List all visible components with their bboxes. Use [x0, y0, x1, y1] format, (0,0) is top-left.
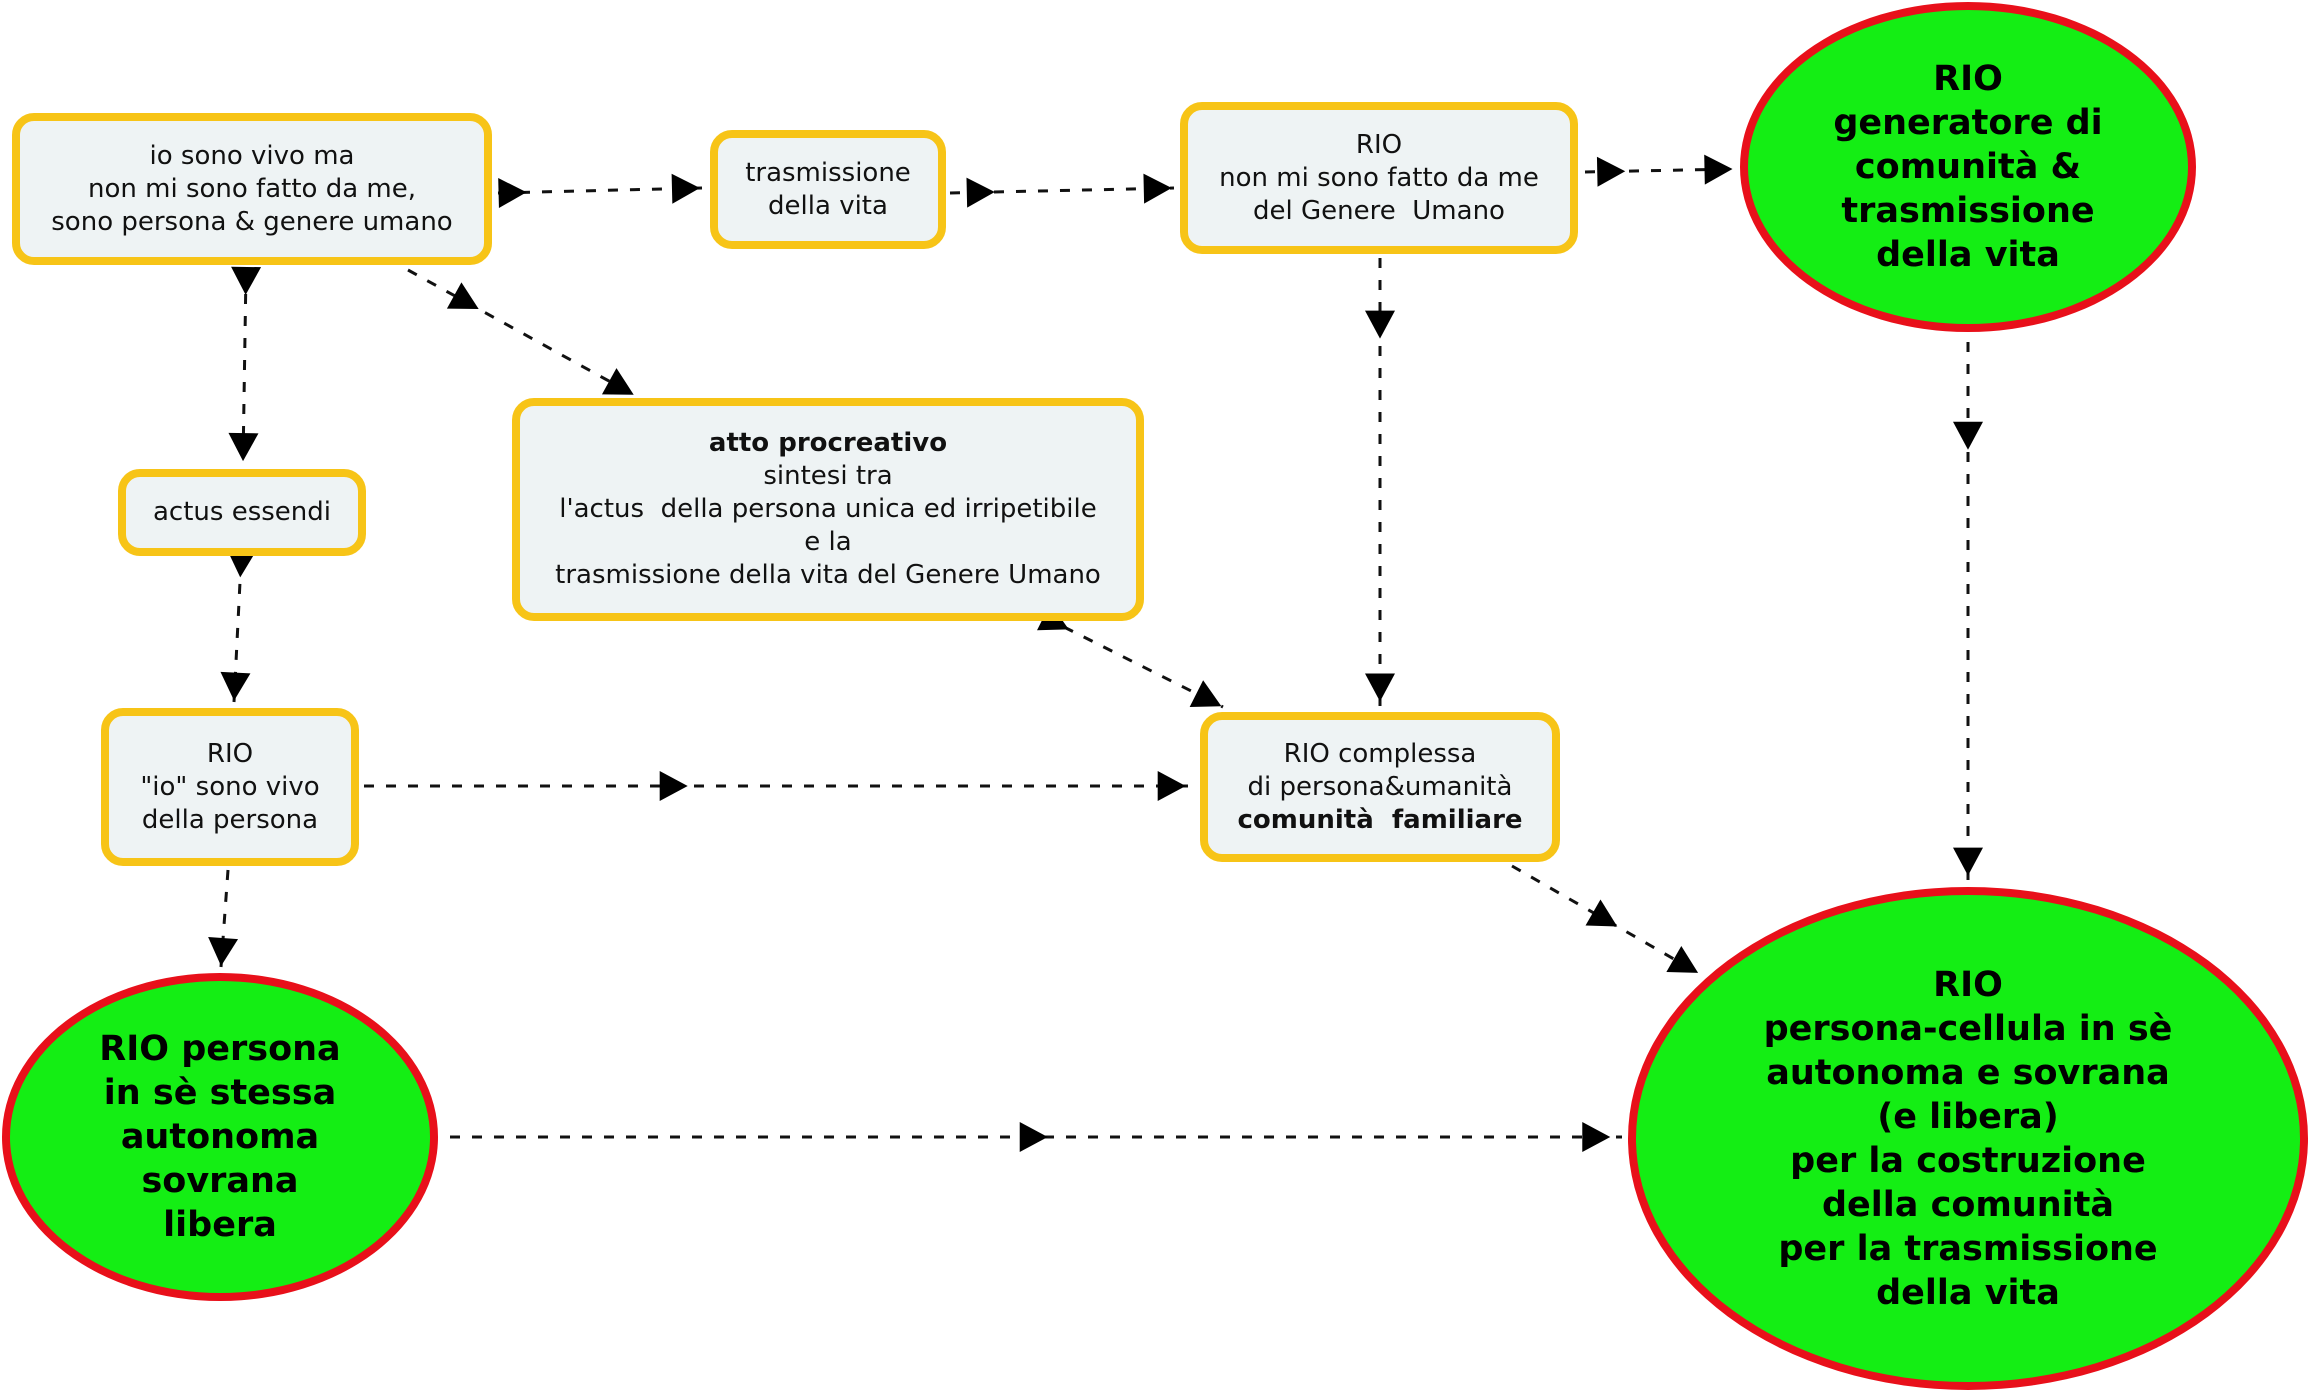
- node-rio-persona-cellula[interactable]: RIO persona-cellula in sè autonoma e sov…: [1628, 887, 2308, 1390]
- arrowhead-icon: [228, 432, 259, 462]
- node-text-line: io sono vivo ma: [149, 140, 355, 171]
- arrowhead-icon: [1189, 680, 1222, 708]
- node-text-line: trasmissione: [745, 157, 911, 188]
- edge-io-to-trasmissione: [497, 186, 703, 195]
- node-text-line: sintesi tra: [763, 461, 893, 491]
- arrowhead-icon: [1365, 673, 1395, 702]
- node-text-line: trasmissione della vita del Genere Umano: [555, 560, 1101, 590]
- arrowhead-icon: [966, 177, 995, 208]
- node-text-line: per la trasmissione: [1778, 1228, 2158, 1269]
- node-atto-procreativo[interactable]: atto procreativo sintesi tra l'actus del…: [512, 398, 1144, 621]
- node-text-line: generatore di: [1833, 103, 2103, 143]
- arrowhead-icon: [1019, 1122, 1048, 1152]
- arrowhead-icon: [220, 671, 251, 701]
- node-text-line: actus essendi: [152, 497, 331, 527]
- edge-rio-io-to-persona: [219, 869, 230, 968]
- node-text-line: RIO persona: [99, 1029, 341, 1069]
- arrowhead-icon: [1143, 173, 1172, 204]
- arrowhead-icon: [1582, 1122, 1611, 1152]
- node-text-line: della comunità: [1821, 1184, 2115, 1225]
- node-text-line: e la: [804, 527, 852, 557]
- node-rio-generatore[interactable]: RIO generatore di comunità & trasmission…: [1740, 2, 2196, 332]
- node-text-line: RIO: [1933, 59, 2003, 99]
- arrowhead-icon: [446, 282, 479, 310]
- node-rio-persona[interactable]: RIO persona in sè stessa autonoma sovran…: [2, 973, 438, 1301]
- arrowhead-icon: [1953, 421, 1983, 450]
- node-text-line: di persona&umanità: [1247, 771, 1513, 802]
- node-text-line: della vita: [768, 190, 888, 221]
- node-text-line: autonoma: [120, 1117, 320, 1157]
- node-rio-io-sono-vivo[interactable]: RIO "io" sono vivo della persona: [101, 708, 359, 866]
- arrowhead-icon: [1953, 847, 1983, 876]
- node-text-line: persona-cellula in sè: [1763, 1008, 2173, 1049]
- arrowhead-icon: [1157, 771, 1186, 801]
- arrowhead-icon: [231, 266, 262, 295]
- arrowhead-icon: [1704, 154, 1733, 185]
- node-text-line: (e libera): [1877, 1096, 2059, 1137]
- node-text-line: autonoma e sovrana: [1766, 1052, 2170, 1093]
- node-text-line: non mi sono fatto da me,: [88, 173, 416, 204]
- node-title: atto procreativo: [708, 428, 948, 458]
- node-text-line: RIO: [1933, 964, 2003, 1005]
- node-text-line: RIO complessa: [1283, 738, 1477, 769]
- node-text-line: comunità &: [1854, 147, 2082, 187]
- arrowhead-icon: [208, 937, 239, 967]
- node-io-sono-vivo[interactable]: io sono vivo ma non mi sono fatto da me,…: [12, 113, 492, 265]
- arrowhead-icon: [1666, 945, 1699, 973]
- arrowhead-icon: [1365, 310, 1395, 339]
- node-text-line: RIO: [1355, 129, 1403, 160]
- edge-trasmissione-to-rio-genere: [949, 186, 1175, 195]
- arrowhead-icon: [1585, 899, 1618, 927]
- edge-complessa-to-cellula: [1511, 864, 1701, 976]
- edge-io-to-actus: [241, 271, 248, 464]
- node-text-line: del Genere Umano: [1253, 195, 1505, 226]
- node-actus-essendi[interactable]: actus essendi: [118, 469, 366, 556]
- node-text-line: non mi sono fatto da me: [1219, 162, 1539, 193]
- node-text-line: libera: [163, 1205, 277, 1245]
- node-text-line: della vita: [1876, 235, 2060, 275]
- node-text-line: per la costruzione: [1790, 1140, 2146, 1181]
- node-text-line: della vita: [1876, 1272, 2060, 1313]
- arrowhead-icon: [601, 368, 634, 395]
- arrowhead-icon: [498, 177, 527, 208]
- arrowhead-icon: [1596, 156, 1626, 187]
- node-text-line: l'actus della persona unica ed irripetib…: [559, 494, 1097, 524]
- node-rio-genere-umano[interactable]: RIO non mi sono fatto da me del Genere U…: [1180, 102, 1578, 254]
- arrowhead-icon: [659, 771, 688, 801]
- node-text-line: della persona: [141, 804, 319, 835]
- arrowhead-icon: [671, 173, 700, 204]
- node-rio-complessa[interactable]: RIO complessa di persona&umanità comunit…: [1200, 712, 1560, 862]
- node-text-line: in sè stessa: [103, 1073, 337, 1113]
- edge-io-to-atto: [407, 268, 637, 398]
- node-trasmissione-della-vita[interactable]: trasmissione della vita: [710, 130, 946, 249]
- edge-atto-complessa: [1063, 625, 1224, 709]
- node-text-line: RIO: [206, 738, 254, 769]
- node-text-line: sovrana: [141, 1161, 299, 1201]
- node-text-bold: comunità familiare: [1237, 804, 1523, 835]
- node-text-line: sono persona & genere umano: [51, 206, 453, 237]
- node-text-line: trasmissione: [1841, 191, 2095, 231]
- node-text-line: "io" sono vivo: [140, 771, 320, 802]
